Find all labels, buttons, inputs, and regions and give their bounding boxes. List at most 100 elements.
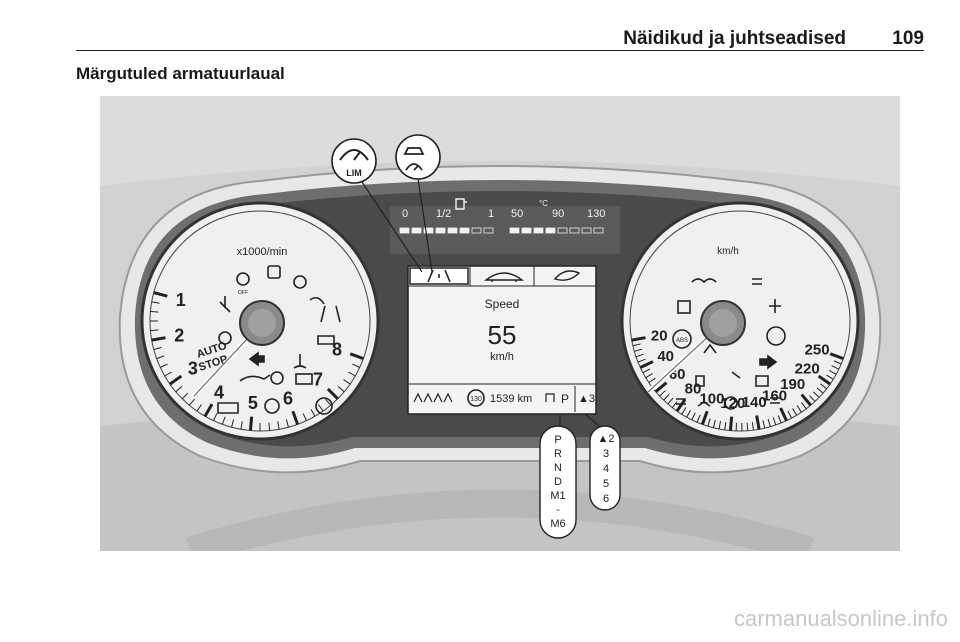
temp-label-high: 130 xyxy=(587,208,605,220)
speedometer-tick xyxy=(792,408,798,416)
tachometer-tick xyxy=(285,419,289,428)
speedometer-tick xyxy=(718,421,722,430)
speedometer-tick xyxy=(724,421,727,430)
speedometer-tick xyxy=(707,418,711,427)
speedometer-tick xyxy=(635,353,644,358)
speedometer-tick xyxy=(829,352,844,361)
tachometer-tick xyxy=(318,404,324,412)
fuel-label-empty: 0 xyxy=(402,208,408,220)
speedometer-scale-label: 160 xyxy=(762,388,787,405)
gear-range-item: P xyxy=(554,434,561,446)
pedestrian-icon xyxy=(769,299,781,313)
tachometer-tick xyxy=(268,422,271,431)
gauge-segment xyxy=(399,227,410,234)
gauge-segment xyxy=(533,227,544,234)
speedometer-tick xyxy=(686,409,691,418)
display-gear-hint: ▲3 xyxy=(578,393,595,405)
speedometer-tick xyxy=(700,410,709,425)
brake-system-icon xyxy=(270,371,284,385)
speedometer-tick xyxy=(800,393,812,407)
gauge-segment xyxy=(483,227,494,234)
gauge-segment xyxy=(423,227,434,234)
speedometer-tick xyxy=(800,402,807,410)
gear-range-item: - xyxy=(556,504,560,516)
tachometer-tick xyxy=(153,291,168,298)
diesel-filter-icon xyxy=(677,300,691,314)
tachometer-scale-label: 1 xyxy=(176,290,186,310)
speedometer-tick xyxy=(817,374,831,386)
gear-range-callout xyxy=(539,425,577,539)
callout-adaptive-cruise xyxy=(395,134,441,180)
oil-pressure-icon xyxy=(239,374,271,382)
tachometer-tick xyxy=(343,379,351,385)
speedometer-tick xyxy=(777,415,782,424)
speed-sign-icon xyxy=(467,389,485,407)
page-header: Näidikud ja juhtseadised 109 xyxy=(76,26,924,51)
seatbelt-icon xyxy=(219,296,231,313)
tachometer-tick xyxy=(181,392,189,400)
engine-check-icon xyxy=(217,402,239,414)
gauge-segment xyxy=(557,227,568,234)
speedometer-scale-label: 40 xyxy=(657,348,674,365)
gear-indicator-icon xyxy=(545,393,555,402)
low-beam-icon xyxy=(752,278,762,285)
gauge-segment xyxy=(569,227,580,234)
fuel-low-icon xyxy=(695,375,705,387)
speedometer-scale-label: 140 xyxy=(742,394,767,411)
tachometer-tick xyxy=(169,374,183,386)
callout-speed-limiter xyxy=(331,138,377,184)
speedometer-scale-label: 190 xyxy=(780,376,805,393)
gauge-segment xyxy=(545,227,556,234)
tachometer-tick xyxy=(291,410,300,425)
brake-warning-icon xyxy=(315,397,333,415)
speedometer-tick xyxy=(712,419,716,428)
tachometer-tick xyxy=(352,363,360,368)
speedometer-scale-label: 250 xyxy=(805,341,830,358)
gear-range-item: M1 xyxy=(550,490,565,502)
tachometer-tick xyxy=(248,416,254,431)
speedometer-tick xyxy=(755,415,761,430)
speedometer-tick xyxy=(648,377,656,383)
vehicle-front-icon xyxy=(317,335,335,345)
service-icon xyxy=(218,331,232,345)
tachometer-tick xyxy=(196,404,202,412)
gear-range-item: D xyxy=(554,476,562,488)
fuel-label-full: 1 xyxy=(488,208,494,220)
page-number: 109 xyxy=(892,28,924,49)
tachometer-scale-label: 3 xyxy=(188,358,198,378)
display-speed-unit: km/h xyxy=(490,351,514,363)
tachometer-scale-label: 2 xyxy=(174,326,184,346)
tachometer-tick xyxy=(240,421,243,430)
speedometer-tick xyxy=(831,365,840,370)
gauge-segment xyxy=(593,227,604,234)
speedometer-tick xyxy=(762,420,766,429)
display-label: Speed xyxy=(485,297,520,311)
speedometer-tick xyxy=(751,422,754,431)
lane-assist-icon xyxy=(427,269,451,283)
speedometer-tick xyxy=(696,414,701,423)
speedometer-tick xyxy=(632,343,641,347)
speedometer-scale-label: 220 xyxy=(795,360,820,377)
speedometer-tick xyxy=(787,410,793,419)
front-fog-icon xyxy=(724,396,738,410)
watermark: carmanualsonline.info xyxy=(733,606,948,631)
tachometer-tick xyxy=(203,403,214,418)
coolant-temp-icon xyxy=(293,354,307,369)
speedometer-tick xyxy=(642,368,651,374)
gauge-segment xyxy=(581,227,592,234)
left-arrow-icon xyxy=(248,351,265,367)
tachometer-tick xyxy=(150,310,159,313)
speedometer-tick xyxy=(667,397,674,405)
speedometer-tick xyxy=(828,370,837,375)
speedometer-tick xyxy=(631,336,646,342)
speedometer-tick xyxy=(645,373,653,379)
vehicle-icon xyxy=(483,272,525,282)
tachometer-tick xyxy=(326,387,339,400)
chapter-title: Näidikud ja juhtseadised xyxy=(623,28,846,49)
temp-label-low: 50 xyxy=(511,208,523,220)
parking-brake-icon xyxy=(267,265,281,279)
speedometer-tick xyxy=(663,394,670,401)
tachometer-tick xyxy=(302,413,307,421)
section-title: Märgutuled armatuurlaual xyxy=(76,64,285,83)
gear-hint-item: 5 xyxy=(603,478,609,490)
